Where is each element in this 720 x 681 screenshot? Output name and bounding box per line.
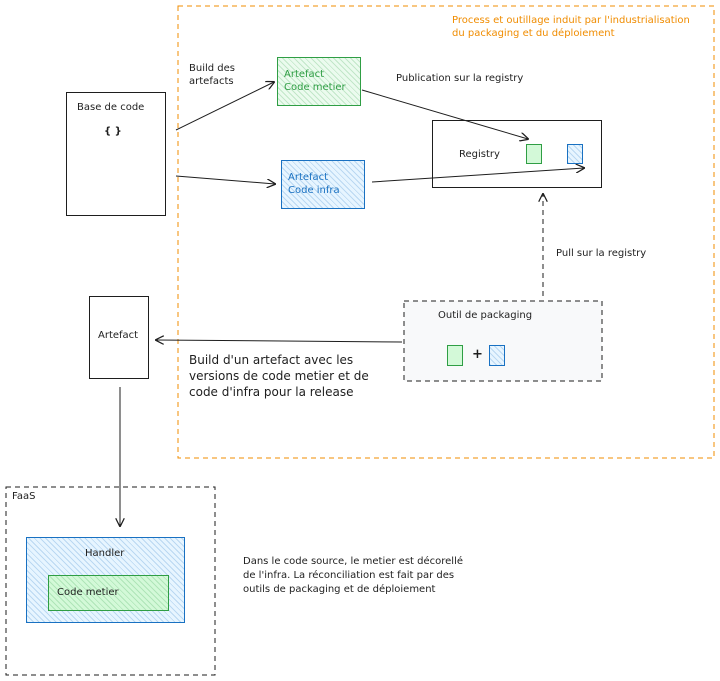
release-label-line2: versions de code metier et de (189, 369, 369, 383)
packaging-business-artifact (447, 345, 463, 366)
codebase-box[interactable]: Base de code { } (66, 92, 166, 216)
registry-box[interactable]: Registry (432, 120, 602, 188)
artifact-business-line1: Artefact (284, 69, 325, 80)
release-label-line1: Build d'un artefact avec les (189, 353, 354, 367)
artifact-business-box[interactable]: Artefact Code metier (277, 57, 361, 106)
registry-infra-artifact (567, 144, 583, 164)
faas-title: FaaS (12, 491, 36, 502)
registry-label: Registry (459, 149, 500, 160)
artifact-infra-box[interactable]: Artefact Code infra (281, 160, 365, 209)
build-label-line1: Build des (189, 63, 235, 74)
plus-icon: + (472, 347, 483, 362)
artifact-business-line2: Code metier (284, 82, 346, 93)
release-label-line3: code d'infra pour la release (189, 385, 354, 399)
process-frame-title-line2: du packaging et du déploiement (452, 28, 615, 39)
packaging-tool-label: Outil de packaging (438, 310, 533, 321)
arrow-build-business (175, 82, 274, 131)
arrow-build-infra (175, 175, 275, 184)
pull-label: Pull sur la registry (556, 248, 647, 259)
publish-label: Publication sur la registry (396, 73, 524, 84)
process-frame-title-line1: Process et outillage induit par l'indust… (452, 15, 690, 26)
note-line2: de l'infra. La réconciliation est fait p… (243, 570, 455, 581)
arrow-publish-business (361, 89, 528, 139)
arrow-build-release (156, 340, 403, 342)
process-frame-border (177, 5, 715, 459)
faas-code-metier-label: Code metier (57, 587, 119, 598)
packaging-infra-artifact (489, 345, 505, 366)
build-label-line2: artefacts (189, 76, 234, 87)
artifact-infra-line1: Artefact (288, 172, 329, 183)
note-line3: outils de packaging et de déploiement (243, 584, 436, 595)
faas-handler-box[interactable]: Handler Code metier (26, 537, 185, 623)
faas-code-metier-box[interactable]: Code metier (48, 575, 169, 611)
arrow-publish-infra (371, 168, 584, 183)
codebase-label: Base de code (77, 102, 145, 113)
artifact-final-box[interactable]: Artefact (89, 296, 149, 379)
packaging-tool-border (403, 300, 603, 382)
artifact-infra-line2: Code infra (288, 185, 340, 196)
artifact-final-label: Artefact (98, 330, 139, 341)
faas-handler-label: Handler (85, 548, 125, 559)
note-line1: Dans le code source, le metier est décor… (243, 556, 463, 567)
braces-icon: { } (104, 126, 122, 137)
registry-business-artifact (526, 144, 542, 164)
